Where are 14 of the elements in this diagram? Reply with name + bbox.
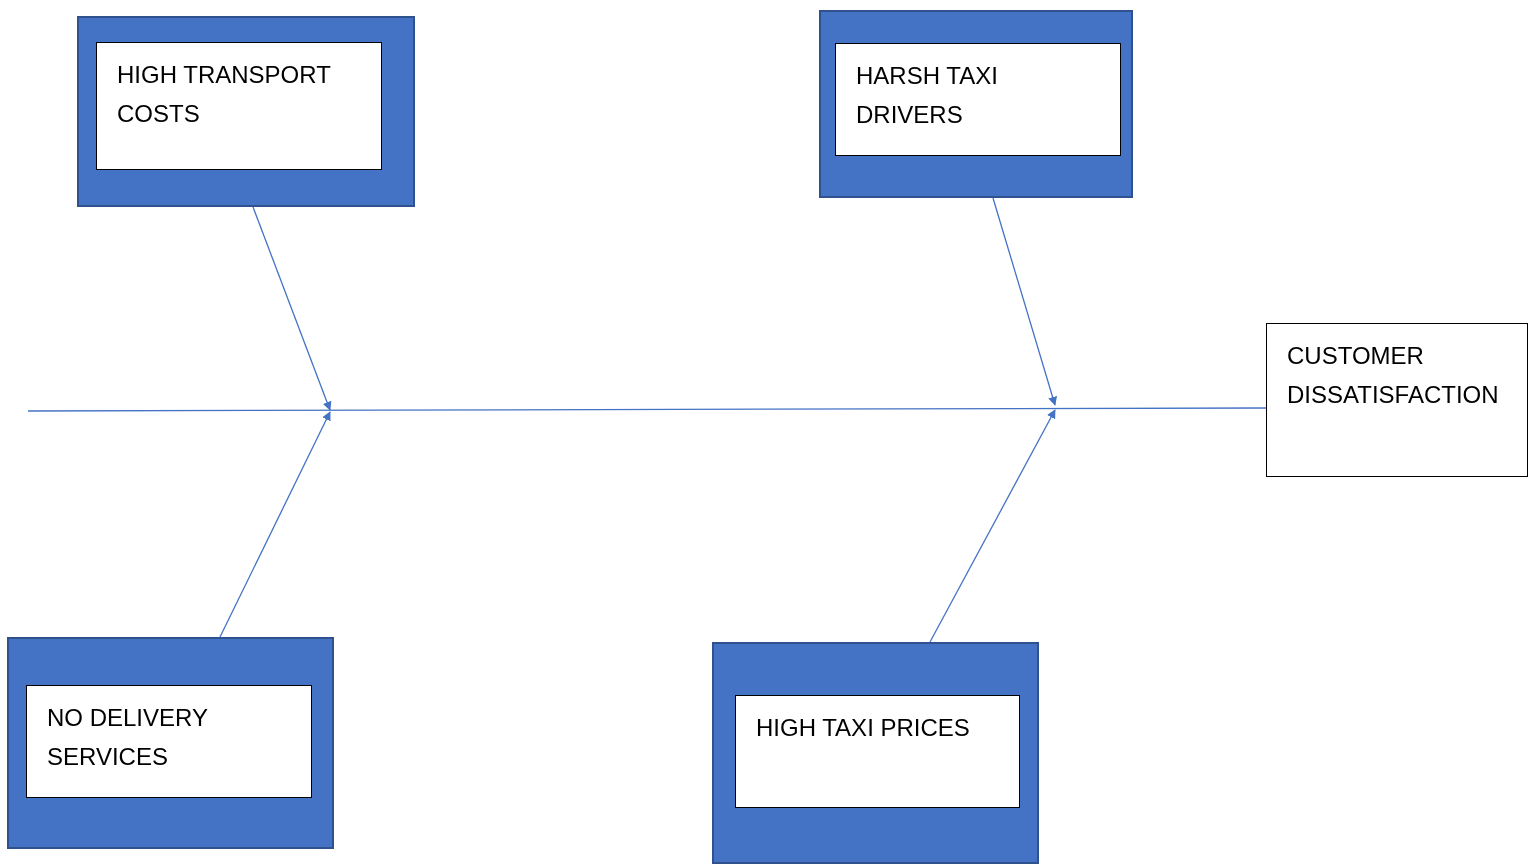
cause-frame	[7, 637, 334, 849]
arrow	[252, 206, 332, 411]
cause-frame	[819, 10, 1133, 198]
arrow	[219, 411, 331, 638]
cause-frame	[712, 642, 1039, 864]
cause-box: HARSH TAXI DRIVERS	[835, 43, 1121, 156]
cause-box: NO DELIVERY SERVICES	[26, 685, 312, 798]
spine-line	[27, 407, 1267, 412]
cause-box: HIGH TAXI PRICES	[735, 695, 1020, 808]
cause-box: CUSTOMER DISSATISFACTION	[1266, 323, 1528, 477]
arrow	[992, 197, 1057, 406]
cause-box: HIGH TRANSPORT COSTS	[96, 42, 382, 170]
cause-frame	[77, 16, 415, 207]
arrow	[929, 409, 1056, 643]
